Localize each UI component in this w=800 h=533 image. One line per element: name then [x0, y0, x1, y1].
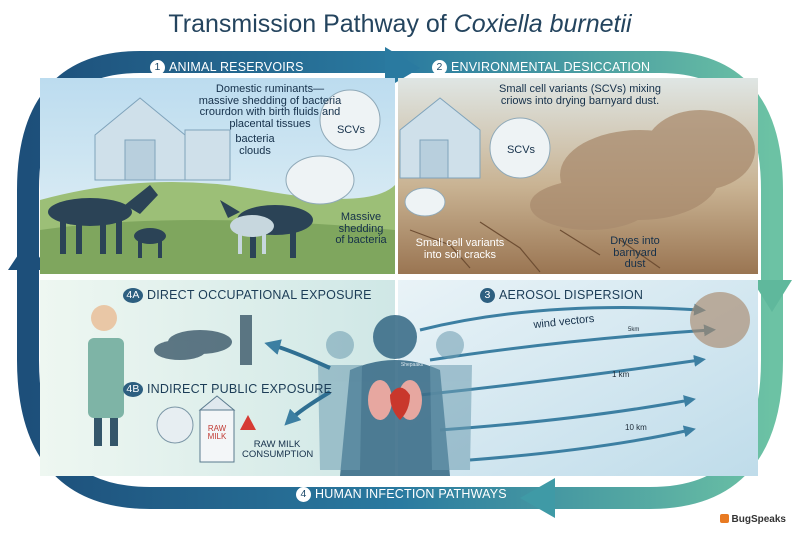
barnyard-dust-label: Dryes into barnyard dust: [600, 236, 670, 271]
bugspeaks-logo: BugSpeaks: [720, 514, 786, 525]
bacteria-clouds-label: bacteria clouds: [225, 134, 285, 157]
scv-label-2: SCVs: [505, 145, 537, 157]
raw-milk-consumption-label: RAW MILK CONSUMPTION: [242, 440, 312, 460]
scv-label-1: SCVs: [335, 125, 367, 137]
diagram-title: Transmission Pathway of Coxiella burneti…: [0, 10, 800, 39]
lung-tag: Shepaaks: [392, 363, 432, 368]
massive-shedding-label: Massive shedding of bacteria: [328, 212, 394, 247]
distance-small: 5km: [628, 327, 639, 333]
ring-arrow-3: [520, 478, 555, 518]
distance-1km: 1 km: [612, 370, 629, 379]
milk-carton-label: RAW MILK: [203, 425, 231, 442]
desiccation-description: Small cell variants (SCVs) mixing criows…: [470, 84, 690, 107]
soil-cracks-label: Small cell variants into soil cracks: [405, 238, 515, 261]
distance-10km: 10 km: [625, 423, 647, 432]
